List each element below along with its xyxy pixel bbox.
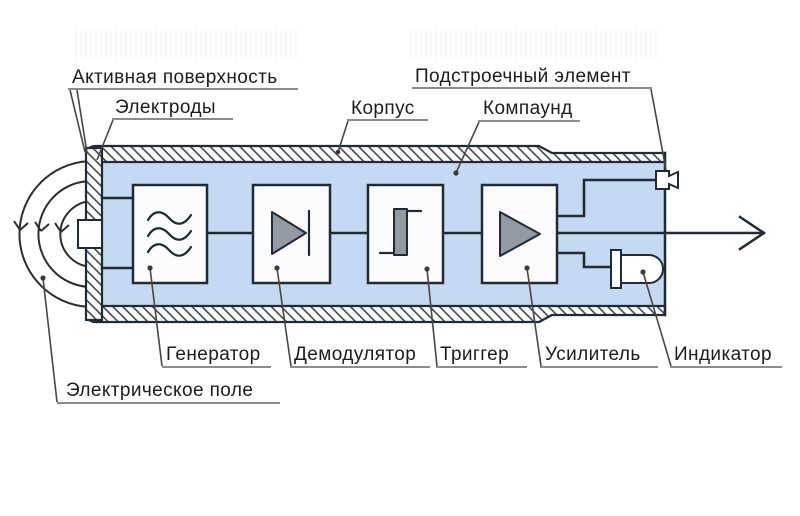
led-indicator-icon [610, 249, 665, 289]
label-generator: Генератор [166, 344, 261, 365]
generator-wave-icon [146, 211, 193, 257]
label-underlines [57, 87, 782, 404]
label-demodulator: Демодулятор [294, 344, 416, 365]
housing-bottom-wall [85, 304, 667, 324]
diode-icon [271, 209, 311, 257]
electrode-gap [77, 219, 103, 249]
output-arrow-icon [738, 215, 766, 251]
hysteresis-icon [378, 208, 423, 256]
label-amplifier: Усилитель [545, 344, 641, 365]
trigger-block [366, 183, 445, 285]
amplifier-block [480, 183, 559, 285]
housing-top-wall [85, 144, 667, 164]
label-trimmer-element: Подстроечный элемент [415, 66, 631, 87]
label-electric-field: Электрическое поле [66, 380, 253, 401]
trimmer-screw-icon [655, 170, 679, 190]
label-housing: Корпус [351, 98, 415, 119]
label-trigger: Триггер [440, 344, 509, 365]
label-active-surface: Активная поверхность [72, 67, 278, 88]
circuit-wires [100, 178, 766, 270]
amplifier-triangle-icon [499, 211, 541, 257]
demodulator-block [251, 183, 332, 285]
label-indicator: Индикатор [674, 344, 772, 365]
generator-block [131, 183, 209, 285]
label-compound: Компаунд [483, 98, 573, 119]
leader-lines [40, 88, 672, 403]
label-electrodes: Электроды [115, 97, 216, 118]
